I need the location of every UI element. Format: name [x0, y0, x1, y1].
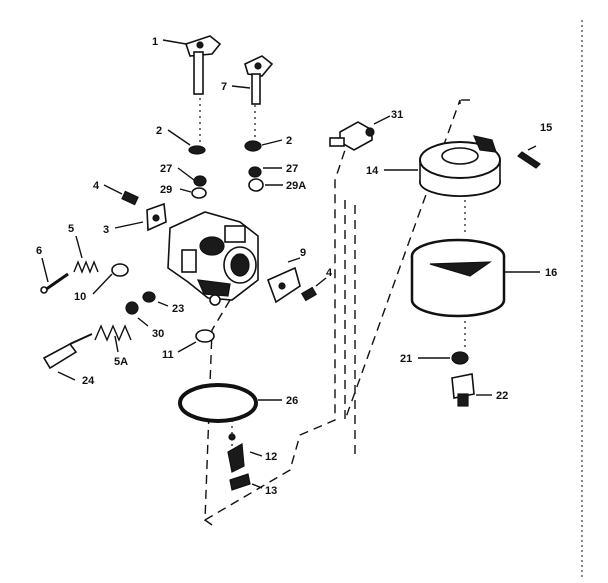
label-2-left: 2: [156, 125, 162, 137]
part-24-needle: [42, 333, 93, 381]
part-14-float: [384, 135, 501, 197]
label-4-right: 4: [326, 267, 333, 279]
label-9: 9: [300, 247, 306, 259]
label-23: 23: [172, 303, 184, 315]
label-27-right: 27: [286, 163, 298, 175]
label-5: 5: [68, 223, 74, 235]
carburetor-body: [167, 211, 259, 306]
part-labels: 1 7 2 2 27 27 29 29A 4 3 5 6 9 4 10 23 3…: [36, 36, 557, 497]
part-11-seat: [177, 329, 215, 353]
part-22-bolt: [451, 373, 492, 407]
label-16: 16: [545, 267, 557, 279]
label-1: 1: [152, 36, 158, 48]
label-10: 10: [74, 291, 86, 303]
label-24: 24: [82, 375, 95, 387]
part-23-oring: [142, 291, 169, 307]
label-22: 22: [496, 390, 508, 402]
label-26: 26: [286, 395, 298, 407]
label-21: 21: [400, 353, 412, 365]
label-14: 14: [366, 165, 379, 177]
part-7-choke-shaft: [231, 55, 274, 105]
part-27-29-seals: [177, 166, 283, 199]
part-10-washer: [92, 263, 129, 295]
part-4-screw-left: [103, 184, 139, 206]
label-11: 11: [162, 349, 174, 361]
part-31-fitting: [329, 115, 391, 151]
part-30-washer: [125, 301, 149, 327]
part-5-spring: [73, 235, 99, 274]
label-15: 15: [540, 122, 552, 134]
label-29a: 29A: [286, 180, 306, 192]
label-12: 12: [265, 451, 277, 463]
label-3: 3: [103, 224, 109, 236]
part-6-screw: [40, 257, 69, 294]
part-21-washer: [418, 351, 469, 365]
part-2-shutters: [167, 129, 283, 155]
part-16-bowl: [410, 238, 540, 318]
label-5a: 5A: [114, 356, 128, 368]
part-5a-spring: [94, 324, 132, 353]
label-7: 7: [221, 81, 227, 93]
part-4-screw-right: [300, 277, 327, 302]
label-29: 29: [160, 184, 172, 196]
part-9-plate: [266, 257, 301, 304]
label-30: 30: [152, 328, 164, 340]
part-3-plate: [114, 202, 167, 232]
label-13: 13: [265, 485, 277, 497]
part-13-hinge: [229, 473, 263, 491]
part-26-gasket: [178, 383, 282, 423]
part-15-pin: [517, 145, 541, 169]
part-1-throttle-shaft: [162, 35, 222, 95]
label-6: 6: [36, 245, 42, 257]
label-27-left: 27: [160, 163, 172, 175]
label-4-left: 4: [93, 180, 100, 192]
part-12-pin: [227, 433, 263, 473]
label-31: 31: [391, 109, 403, 121]
label-2-right: 2: [286, 135, 292, 147]
